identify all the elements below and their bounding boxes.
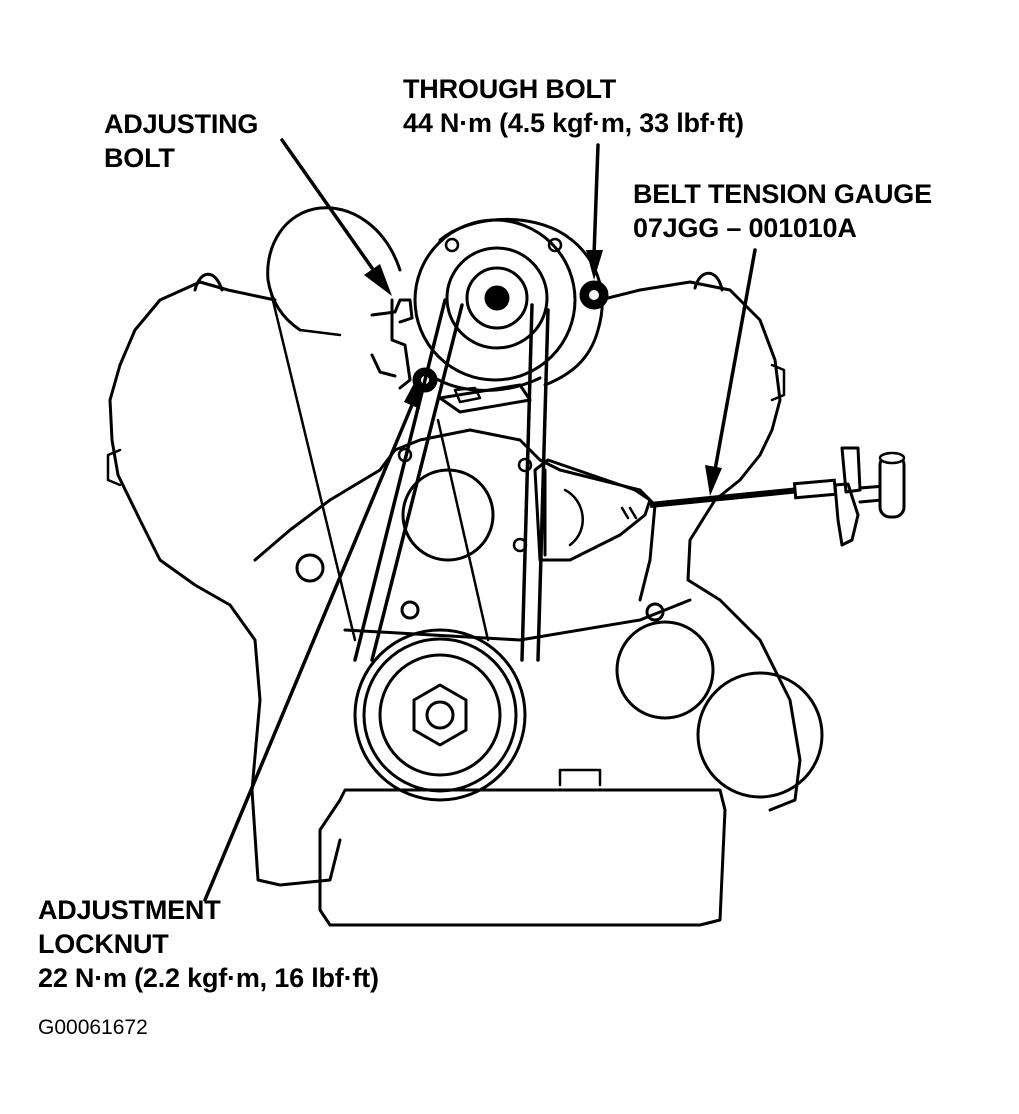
locknut-arrow [404, 372, 420, 409]
adjustment-locknut-line1: ADJUSTMENT [38, 895, 221, 925]
adjustment-locknut-torque: 22 N·m (2.2 kgf·m, 16 lbf·ft) [38, 963, 379, 993]
through-bolt-title: THROUGH BOLT [403, 74, 617, 104]
figure-code: G00061672 [38, 1016, 148, 1039]
through-bolt-callout: THROUGH BOLT 44 N·m (4.5 kgf·m, 33 lbf·f… [403, 72, 744, 140]
upper-left-pulley [266, 206, 402, 337]
right-lower-pulleys [615, 620, 824, 799]
middle-idler-pulley [401, 468, 495, 562]
top-pulley-assembly [413, 218, 609, 414]
engine-block-outline [106, 271, 802, 927]
belt-tension-gauge-part-number: 07JGG – 001010A [633, 213, 857, 243]
belt-tension-gauge-callout: BELT TENSION GAUGE 07JGG – 001010A [633, 177, 932, 245]
adjusting-bolt-line2: BOLT [104, 143, 175, 173]
adjusting-bolt-callout: ADJUSTING BOLT [104, 107, 258, 175]
adjusting-bolt-line1: ADJUSTING [104, 109, 259, 139]
belt-tension-gauge [533, 446, 906, 562]
belt-tension-gauge-title: BELT TENSION GAUGE [633, 179, 932, 209]
tension-gauge-arrow [705, 465, 722, 496]
through-bolt-arrow [586, 250, 603, 280]
through-bolt-torque: 44 N·m (4.5 kgf·m, 33 lbf·ft) [403, 108, 744, 138]
leader-lines [203, 138, 757, 902]
crankshaft-pulley [353, 628, 527, 802]
adjustment-locknut-line2: LOCKNUT [38, 929, 169, 959]
adjustment-locknut-callout: ADJUSTMENT LOCKNUT 22 N·m (2.2 kgf·m, 16… [38, 893, 379, 995]
adjusting-bolt-arrow [364, 264, 392, 296]
